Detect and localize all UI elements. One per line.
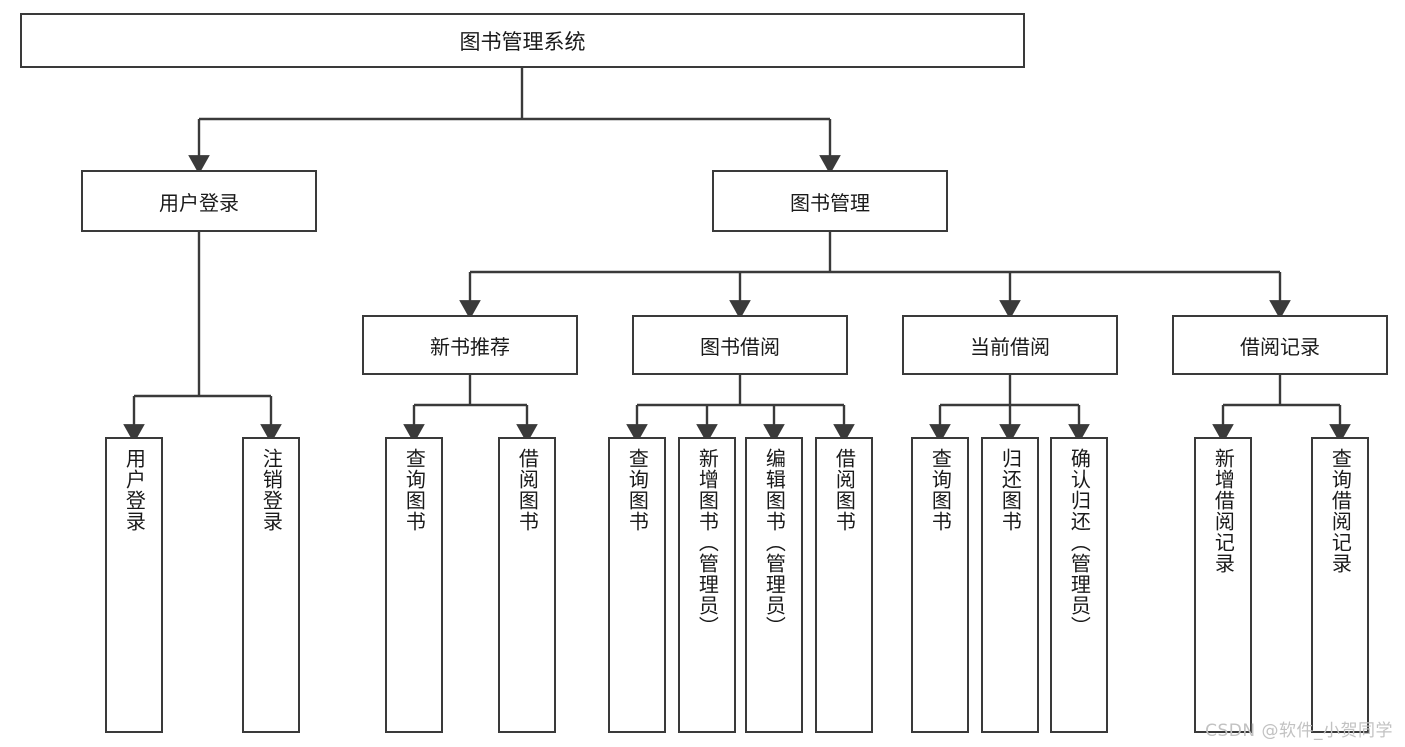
node-new-book-recommend[interactable]: 新书推荐 [362,315,578,375]
node-book-management-label: 图书管理 [790,190,870,215]
leaf-record-add-label: 新增借阅记录 [1211,448,1236,574]
node-book-borrow[interactable]: 图书借阅 [632,315,848,375]
node-user-login-label: 用户登录 [159,190,239,215]
leaf-current-return-book[interactable]: 归还图书 [981,437,1039,733]
node-new-book-recommend-label: 新书推荐 [430,334,510,359]
leaf-record-query-label: 查询借阅记录 [1328,448,1353,574]
leaf-current-query-book[interactable]: 查询图书 [911,437,969,733]
node-borrow-record-label: 借阅记录 [1240,334,1320,359]
leaf-logout-label: 注销登录 [259,448,284,532]
leaf-borrow-query-book[interactable]: 查询图书 [608,437,666,733]
node-root[interactable]: 图书管理系统 [20,13,1025,68]
leaf-borrow-borrow-book-label: 借阅图书 [832,448,857,532]
leaf-recommend-query-book-label: 查询图书 [402,448,427,532]
leaf-current-return-book-label: 归还图书 [998,448,1023,532]
node-root-label: 图书管理系统 [459,29,586,54]
node-borrow-record[interactable]: 借阅记录 [1172,315,1388,375]
leaf-record-add[interactable]: 新增借阅记录 [1194,437,1252,733]
leaf-borrow-add-book[interactable]: 新增图书（管理员） [678,437,736,733]
leaf-record-query[interactable]: 查询借阅记录 [1311,437,1369,733]
leaf-borrow-add-book-label: 新增图书（管理员） [695,448,720,637]
leaf-current-confirm-return-label: 确认归还（管理员） [1067,448,1092,637]
leaf-borrow-borrow-book[interactable]: 借阅图书 [815,437,873,733]
node-book-borrow-label: 图书借阅 [700,334,780,359]
leaf-logout[interactable]: 注销登录 [242,437,300,733]
leaf-recommend-borrow-book[interactable]: 借阅图书 [498,437,556,733]
leaf-borrow-edit-book[interactable]: 编辑图书（管理员） [745,437,803,733]
leaf-borrow-edit-book-label: 编辑图书（管理员） [762,448,787,637]
node-current-borrow[interactable]: 当前借阅 [902,315,1118,375]
node-current-borrow-label: 当前借阅 [970,334,1050,359]
leaf-current-query-book-label: 查询图书 [928,448,953,532]
leaf-recommend-borrow-book-label: 借阅图书 [515,448,540,532]
leaf-recommend-query-book[interactable]: 查询图书 [385,437,443,733]
node-user-login[interactable]: 用户登录 [81,170,317,232]
leaf-current-confirm-return[interactable]: 确认归还（管理员） [1050,437,1108,733]
leaf-user-login-label: 用户登录 [122,448,147,532]
node-book-management[interactable]: 图书管理 [712,170,948,232]
leaf-user-login[interactable]: 用户登录 [105,437,163,733]
leaf-borrow-query-book-label: 查询图书 [625,448,650,532]
